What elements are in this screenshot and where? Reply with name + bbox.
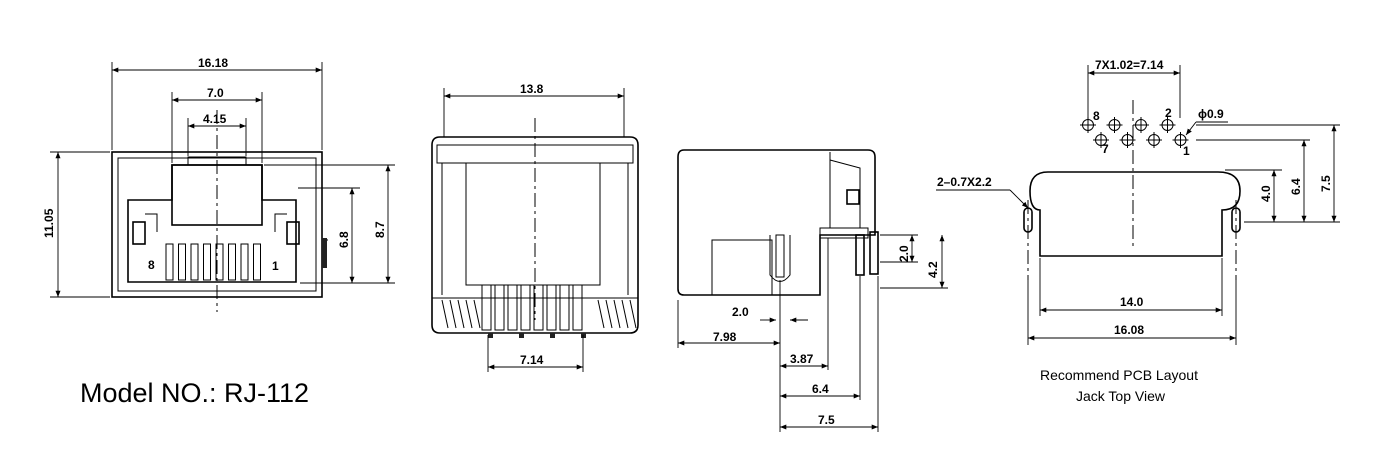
pcb-pin-2: 2 [1165,106,1172,120]
pcb-dim-14-0: 14.0 [1120,295,1144,309]
side-dim-7-5: 7.5 [818,413,835,427]
front-dim-4-15: 4.15 [203,112,227,126]
side-dim-6-4: 6.4 [812,382,829,396]
back-contact-tooth [533,285,544,331]
pcb-dim-pitch: 7X1.02=7.14 [1095,58,1164,72]
side-view: 2.0 4.2 2.0 7.98 3.87 6.4 7.5 [677,149,948,432]
front-pin-1: 1 [272,259,279,273]
side-dim-4-2: 4.2 [926,261,940,278]
back-contact-tooth [546,285,557,331]
side-dim-2-0-vert: 2.0 [897,245,911,262]
model-number-title: Model NO.: RJ-112 [80,378,309,408]
back-solder-lead [581,333,586,338]
back-solder-lead [519,333,524,338]
pcb-caption-line1: Recommend PCB Layout [1040,367,1198,383]
pcb-contact-holes [1080,117,1189,148]
side-dim-3-87: 3.87 [790,352,814,366]
pcb-dim-16-08: 16.08 [1114,323,1144,337]
side-body-outline [677,149,876,296]
front-pin-8: 8 [148,258,155,272]
front-contact-pin [215,243,224,281]
pcb-dim-4-0: 4.0 [1259,185,1273,202]
back-contact-tooth [520,285,531,331]
front-contact-pin [228,243,236,281]
pcb-layout-view: 8 7 2 1 7X1.02=7.14 ϕ0.9 2–0.7X2.2 4.0 6… [936,58,1340,404]
front-contact-pin [178,243,186,281]
back-view: 13.8 7.14 [431,82,639,372]
pcb-slot-label: 2–0.7X2.2 [937,175,992,189]
pcb-jack-outline [1029,171,1241,257]
front-contact-pin [240,243,249,281]
front-dim-6-8: 6.8 [337,231,351,248]
front-dim-7-0: 7.0 [207,86,224,100]
pcb-dim-6-4: 6.4 [1289,178,1303,195]
front-dim-16-18: 16.18 [198,56,228,70]
back-contact-tooth [559,285,570,331]
pcb-pin-1: 1 [1183,144,1190,158]
back-body-outline [431,136,639,334]
back-solder-lead [550,333,555,338]
front-dim-8-7: 8.7 [373,221,387,238]
front-contact-pin [253,243,261,281]
side-dim-2-0: 2.0 [732,305,749,319]
back-dim-13-8: 13.8 [520,82,544,96]
front-contact-pin [203,243,211,281]
back-contact-tooth [481,285,492,331]
pcb-pin-8: 8 [1093,109,1100,123]
front-contacts [165,243,261,281]
side-dim-7-98: 7.98 [713,330,737,344]
front-dim-11-05: 11.05 [42,208,56,238]
back-contact-teeth [441,285,637,338]
pcb-pin-7: 7 [1102,142,1109,156]
back-contact-tooth [494,285,505,331]
front-contact-pin [190,243,199,281]
front-contact-pin [165,243,174,281]
pcb-caption-line2: Jack Top View [1076,388,1166,404]
pcb-hole-diameter: ϕ0.9 [1198,107,1224,121]
back-contact-tooth [507,285,518,331]
pcb-dim-7-5: 7.5 [1319,175,1333,192]
back-contact-tooth [572,285,583,331]
front-view: 8 1 16.18 7.0 4.15 11.05 6.8 8.7 [42,56,395,312]
back-solder-lead [488,333,493,338]
back-dim-7-14: 7.14 [520,353,544,367]
